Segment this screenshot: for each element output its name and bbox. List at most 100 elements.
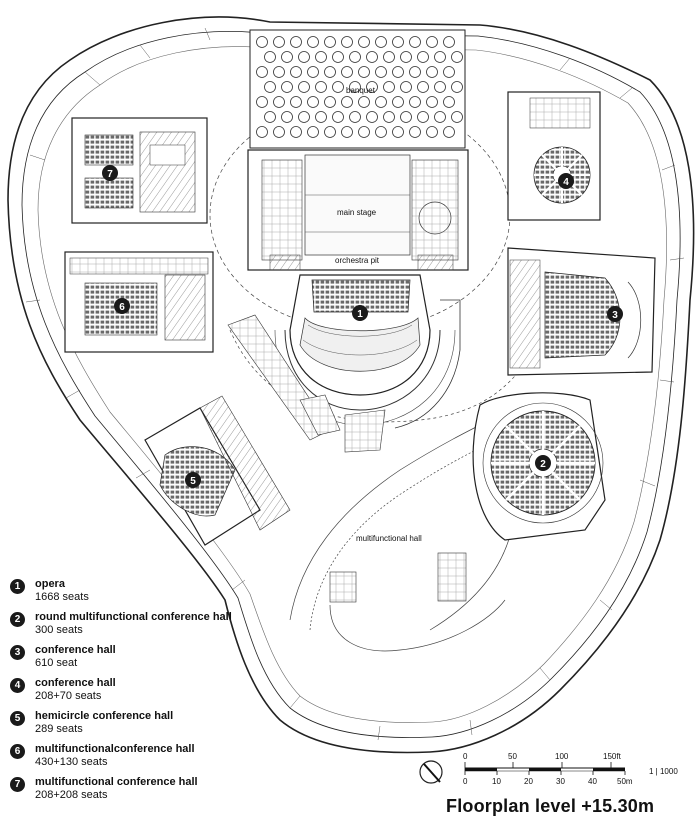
banquet-table <box>409 36 421 48</box>
banquet-table <box>332 111 344 123</box>
banquet-table <box>256 96 268 108</box>
banquet-table <box>451 111 463 123</box>
banquet-table <box>349 111 361 123</box>
banquet-table <box>273 96 285 108</box>
banquet-table <box>383 111 395 123</box>
banquet-table <box>375 96 387 108</box>
banquet-table <box>315 81 327 93</box>
banquet-table <box>332 51 344 63</box>
banquet-table <box>392 66 404 78</box>
banquet-table <box>358 66 370 78</box>
multifunctional-hall-label: multifunctional hall <box>356 534 422 543</box>
banquet-table <box>298 111 310 123</box>
hall-marker-2: 2 <box>535 455 551 471</box>
orchestra-pit-label: orchestra pit <box>335 256 380 265</box>
legend-hall-name: opera <box>35 578 65 590</box>
banquet-table <box>409 66 421 78</box>
legend-number: 7 <box>10 777 25 792</box>
svg-text:1: 1 <box>357 309 363 320</box>
legend-seat-count: 1668 seats <box>35 591 89 603</box>
svg-text:4: 4 <box>563 177 569 188</box>
banquet-table <box>264 81 276 93</box>
legend-number: 1 <box>10 579 25 594</box>
banquet-table <box>409 126 421 138</box>
banquet-table <box>315 111 327 123</box>
hall-marker-5: 5 <box>185 472 201 488</box>
banquet-table <box>264 111 276 123</box>
banquet-table <box>366 81 378 93</box>
svg-text:0: 0 <box>463 752 468 761</box>
banquet-table <box>307 126 319 138</box>
svg-text:5: 5 <box>190 476 196 487</box>
banquet-table <box>290 36 302 48</box>
banquet-table <box>290 96 302 108</box>
banquet-table <box>281 51 293 63</box>
banquet-table <box>315 51 327 63</box>
banquet-table <box>341 66 353 78</box>
svg-text:40: 40 <box>588 777 597 786</box>
banquet-table <box>358 126 370 138</box>
svg-text:10: 10 <box>492 777 501 786</box>
svg-text:0: 0 <box>463 777 468 786</box>
banquet-table <box>434 81 446 93</box>
banquet-table <box>392 126 404 138</box>
banquet-table <box>434 111 446 123</box>
banquet-table <box>426 66 438 78</box>
banquet-table <box>443 126 455 138</box>
legend-hall-name: hemicircle conference hall <box>35 710 174 722</box>
banquet-table <box>349 51 361 63</box>
banquet-table <box>281 111 293 123</box>
banquet-table <box>324 36 336 48</box>
banquet-table <box>375 126 387 138</box>
hall-6-block <box>64 251 214 353</box>
banquet-table <box>273 66 285 78</box>
svg-text:2: 2 <box>540 459 546 470</box>
hall-marker-7: 7 <box>102 165 118 181</box>
svg-text:7: 7 <box>107 169 113 180</box>
banquet-label: banquet <box>346 86 376 95</box>
banquet-table <box>341 126 353 138</box>
banquet-table <box>298 51 310 63</box>
banquet-table <box>366 111 378 123</box>
banquet-table <box>426 126 438 138</box>
banquet-table <box>400 111 412 123</box>
legend-number: 3 <box>10 645 25 660</box>
north-arrow-icon <box>419 760 443 784</box>
banquet-table <box>358 96 370 108</box>
scale-bar: 0 50 100 150ft 0 10 20 30 40 50m 1 | 100… <box>463 752 678 786</box>
banquet-table <box>383 81 395 93</box>
legend-seat-count: 430+130 seats <box>35 756 108 768</box>
banquet-table <box>358 36 370 48</box>
ramps <box>227 314 467 603</box>
banquet-table <box>409 96 421 108</box>
banquet-table <box>273 126 285 138</box>
banquet-table <box>383 51 395 63</box>
banquet-table <box>256 126 268 138</box>
main-stage-label: main stage <box>337 208 377 217</box>
banquet-table <box>273 36 285 48</box>
banquet-table <box>392 96 404 108</box>
banquet-table <box>324 66 336 78</box>
legend-hall-name: multifunctional conference hall <box>35 776 198 788</box>
building-envelope <box>7 16 695 754</box>
legend-hall-name: conference hall <box>35 644 116 656</box>
banquet-table <box>375 36 387 48</box>
banquet-table <box>264 51 276 63</box>
svg-text:3: 3 <box>612 310 618 321</box>
hall-3-block <box>507 247 656 376</box>
banquet-table <box>426 36 438 48</box>
banquet-table <box>443 66 455 78</box>
svg-text:30: 30 <box>556 777 565 786</box>
banquet-table <box>451 51 463 63</box>
legend-seat-count: 208+208 seats <box>35 789 108 801</box>
legend-seat-count: 208+70 seats <box>35 690 102 702</box>
banquet-table <box>307 36 319 48</box>
banquet-table <box>307 96 319 108</box>
